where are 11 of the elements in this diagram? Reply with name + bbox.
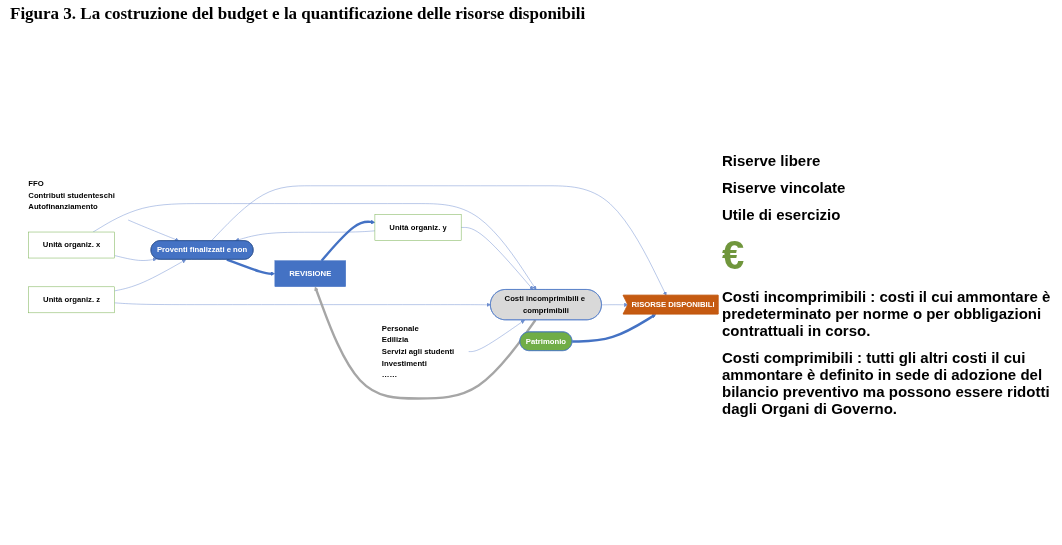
arrow (320, 219, 376, 262)
list-item: Riserve libere (722, 152, 822, 169)
arrow (314, 286, 537, 400)
currency-symbol: € (722, 233, 746, 278)
note-text: Costi incomprimibili : costi il cui ammontare è predeterminato per norme o per obbligazioni contrattuali in corso. (722, 288, 1052, 339)
arrow (226, 258, 276, 276)
list-item: Utile di esercizio (722, 206, 842, 223)
note-text: Costi comprimibili : tutti gli altri costi il cui ammontare è definito in sede di adozione del bilancio preventivo ma possono essere ridotti dagli Organi di Governo. (722, 349, 1051, 417)
arrow (572, 313, 657, 343)
figure-title: Figura 3. La costruzione del budget e la quantificazione delle risorse disponibili (10, 4, 587, 24)
list-item: Riserve vincolate (722, 179, 847, 196)
